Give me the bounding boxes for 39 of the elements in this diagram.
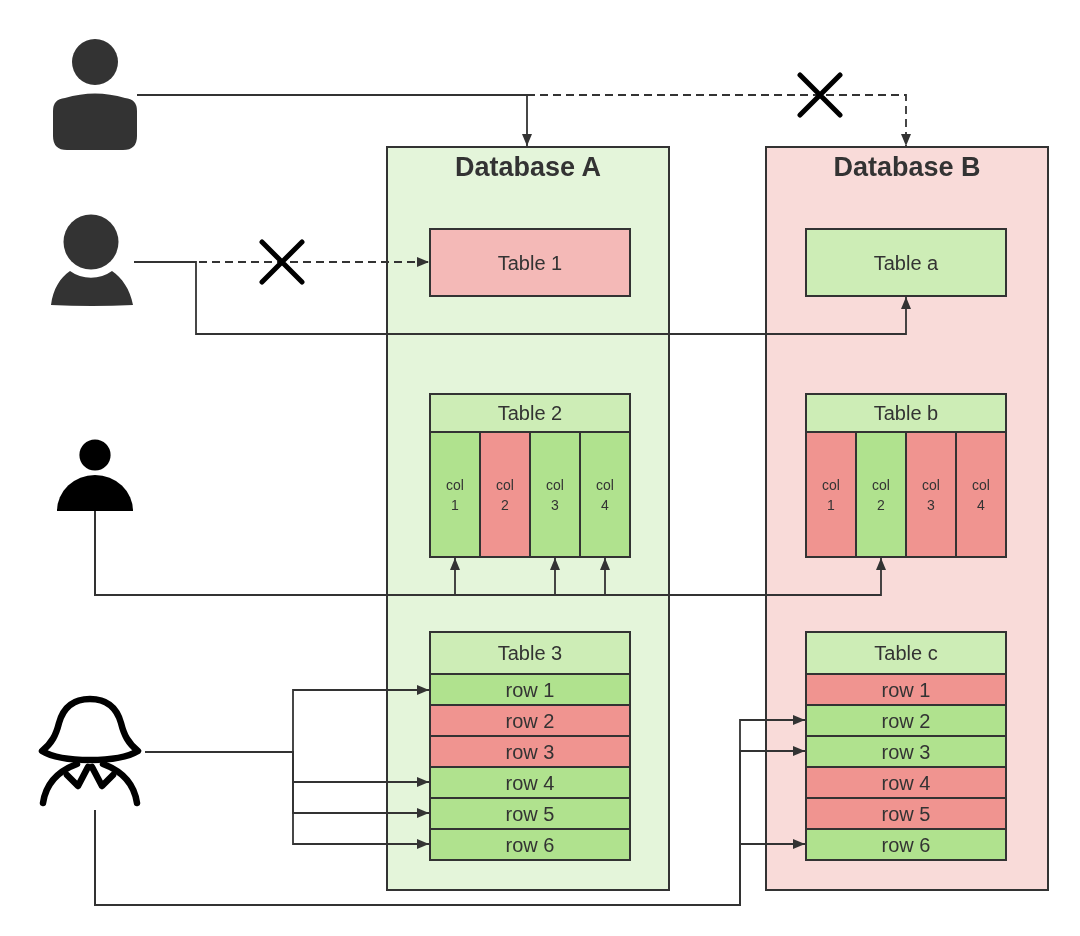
person-icon: [53, 39, 137, 150]
database-title: Database A: [454, 151, 602, 184]
table-title: Table 3: [497, 641, 563, 665]
database-panel: [386, 146, 670, 891]
table-column: col 3: [905, 431, 957, 558]
table-row: row 1: [805, 673, 1007, 706]
table-row: row 1: [429, 673, 631, 706]
table-box: [805, 631, 1007, 861]
table-box: [429, 393, 631, 558]
table-column: col 2: [479, 431, 531, 558]
database-title: Database B: [833, 151, 981, 184]
table-box: [805, 393, 1007, 558]
table-column: col 4: [955, 431, 1007, 558]
connector-arrow: [94, 809, 806, 906]
table-row: row 3: [805, 735, 1007, 768]
table-box: [429, 631, 631, 861]
table-column: col 1: [805, 431, 857, 558]
table-title: Table c: [874, 641, 938, 665]
table-row: row 2: [429, 704, 631, 737]
person-icon: [57, 439, 133, 511]
table-title: Table 2: [497, 401, 563, 425]
table-title: Table b: [873, 401, 939, 425]
table-row: row 6: [429, 828, 631, 861]
table-box: Table 1: [429, 228, 631, 297]
table-column: col 2: [855, 431, 907, 558]
connector-arrow: [144, 751, 430, 849]
table-row: row 5: [429, 797, 631, 830]
table-column: col 1: [429, 431, 481, 558]
table-column: col 3: [529, 431, 581, 558]
table-box: Table a: [805, 228, 1007, 297]
database-panel: [765, 146, 1049, 891]
table-row: row 4: [805, 766, 1007, 799]
table-row: row 5: [805, 797, 1007, 830]
table-row: row 3: [429, 735, 631, 768]
table-row: row 6: [805, 828, 1007, 861]
table-column: col 4: [579, 431, 631, 558]
person-icon: [50, 214, 134, 307]
table-row: row 4: [429, 766, 631, 799]
table-row: row 2: [805, 704, 1007, 737]
